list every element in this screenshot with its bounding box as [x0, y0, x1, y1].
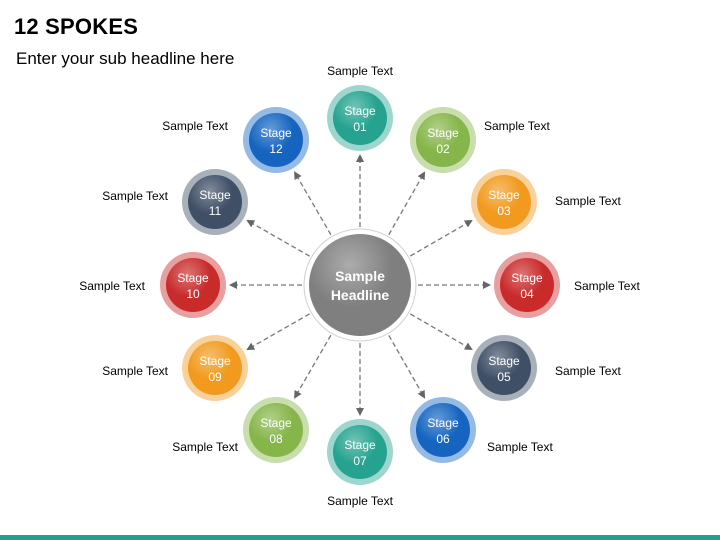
page-title: 12 SPOKES: [14, 14, 139, 39]
stage-label-05: Sample Text: [555, 364, 621, 378]
spoke-arrow-08: [294, 334, 332, 399]
stage-label-12: Sample Text: [162, 119, 228, 133]
stage-node-03: Stage 03: [471, 169, 537, 235]
spoke-arrow-02: [388, 171, 426, 235]
stage-shine: [477, 175, 531, 229]
hub-line-2: Headline: [331, 287, 390, 303]
bottom-accent-bar: [0, 535, 720, 540]
stage-word: Stage: [427, 416, 459, 430]
stage-shine: [333, 425, 387, 479]
stage-shine: [249, 113, 303, 167]
stage-shine: [188, 175, 242, 229]
stage-shine: [477, 341, 531, 395]
stage-node-11: Stage 11: [182, 169, 248, 235]
stage-word: Stage: [488, 188, 520, 202]
stage-node-09: Stage 09: [182, 335, 248, 401]
stage-word: Stage: [199, 354, 231, 368]
stage-number: 05: [497, 370, 511, 384]
stage-number: 12: [269, 142, 283, 156]
stage-label-08: Sample Text: [172, 440, 238, 454]
stage-number: 02: [436, 142, 450, 156]
stage-word: Stage: [260, 126, 292, 140]
stage-node-02: Stage 02: [410, 107, 476, 173]
stage-number: 11: [209, 204, 222, 218]
stage-number: 04: [520, 287, 534, 301]
stage-node-05: Stage 05: [471, 335, 537, 401]
stage-shine: [188, 341, 242, 395]
spoke-arrow-06: [388, 335, 426, 399]
spoke-arrow-03: [409, 219, 473, 257]
stage-word: Stage: [511, 271, 543, 285]
stage-word: Stage: [177, 271, 209, 285]
stage-node-12: Stage 12: [243, 107, 309, 173]
spoke-arrow-09: [246, 313, 310, 351]
stage-word: Stage: [199, 188, 231, 202]
stage-label-07: Sample Text: [327, 494, 393, 508]
stage-number: 08: [269, 432, 283, 446]
stage-label-02: Sample Text: [484, 119, 550, 133]
stage-number: 10: [186, 287, 200, 301]
stage-number: 09: [208, 370, 222, 384]
stage-number: 03: [497, 204, 511, 218]
stage-shine: [416, 403, 470, 457]
stage-label-04: Sample Text: [574, 279, 640, 293]
stage-node-01: Stage 01: [327, 85, 393, 151]
center-hub: Sample Headline: [303, 228, 417, 342]
stage-word: Stage: [427, 126, 459, 140]
spoke-arrow-05: [409, 313, 473, 351]
stage-shine: [333, 91, 387, 145]
stage-shine: [166, 258, 220, 312]
stage-label-10: Sample Text: [79, 279, 145, 293]
spoke-arrow-11: [246, 219, 310, 257]
stage-number: 01: [353, 120, 367, 134]
stage-label-09: Sample Text: [102, 364, 168, 378]
page-subtitle: Enter your sub headline here: [16, 49, 235, 68]
spoke-arrow-12: [294, 171, 332, 236]
stage-node-06: Stage 06: [410, 397, 476, 463]
hub-shine: [309, 234, 411, 336]
stage-word: Stage: [344, 438, 376, 452]
stage-label-01: Sample Text: [327, 64, 393, 78]
stage-word: Stage: [488, 354, 520, 368]
stage-label-06: Sample Text: [487, 440, 553, 454]
stage-shine: [249, 403, 303, 457]
stage-label-11: Sample Text: [102, 189, 168, 203]
stage-word: Stage: [260, 416, 292, 430]
spokes-layer: [229, 154, 491, 416]
stage-shine: [416, 113, 470, 167]
hub-line-1: Sample: [335, 268, 385, 284]
stage-node-04: Stage 04: [494, 252, 560, 318]
stage-number: 06: [436, 432, 450, 446]
stage-node-10: Stage 10: [160, 252, 226, 318]
stage-word: Stage: [344, 104, 376, 118]
stage-label-03: Sample Text: [555, 194, 621, 208]
stage-node-08: Stage 08: [243, 397, 309, 463]
stage-shine: [500, 258, 554, 312]
stage-number: 07: [353, 454, 367, 468]
stage-node-07: Stage 07: [327, 419, 393, 485]
